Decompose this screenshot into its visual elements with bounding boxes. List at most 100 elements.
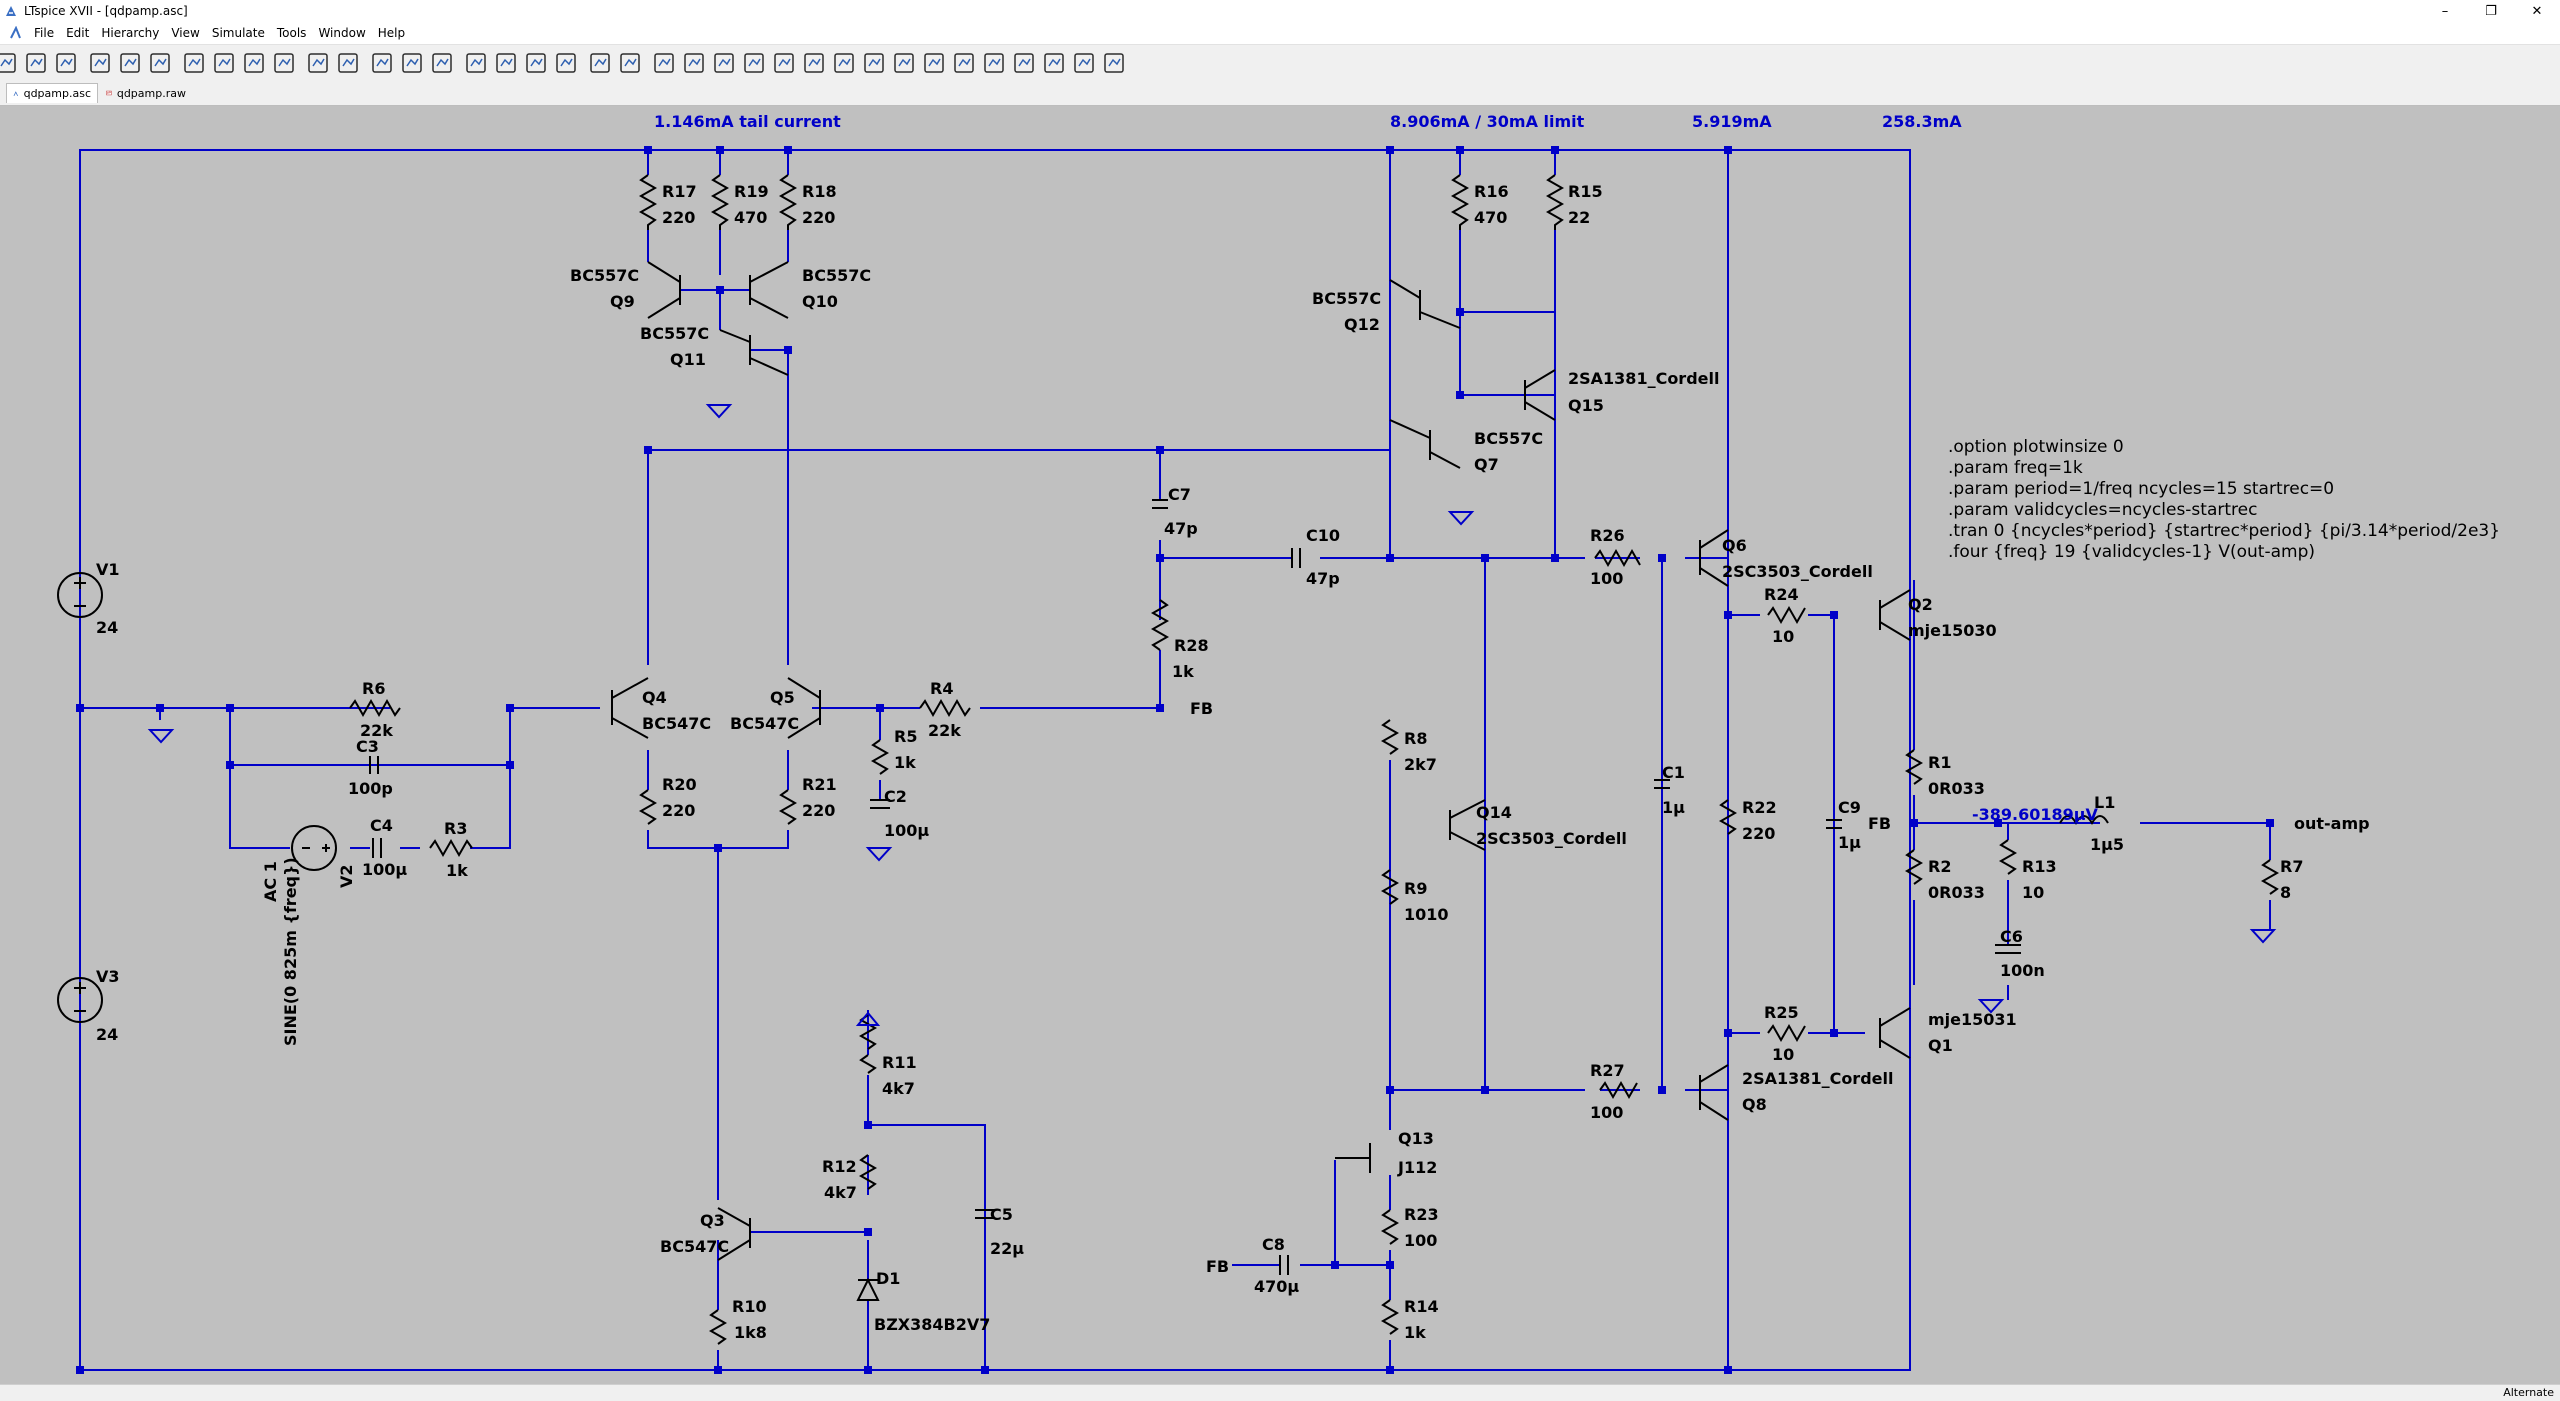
- voltage-sources: [57, 572, 337, 1023]
- inductor-icon[interactable]: [802, 51, 826, 75]
- menu-edit[interactable]: Edit: [66, 26, 90, 40]
- print-icon[interactable]: [588, 51, 612, 75]
- tile-vertical-icon[interactable]: [400, 51, 424, 75]
- label-q11-value: BC557C: [640, 324, 709, 343]
- waveform-icon[interactable]: [306, 51, 330, 75]
- spice-directive-1[interactable]: .option plotwinsize 0: [1948, 437, 2124, 457]
- label-q15-value: 2SA1381_Cordell: [1568, 369, 1719, 388]
- undo-icon[interactable]: [952, 51, 976, 75]
- drag-icon[interactable]: [922, 51, 946, 75]
- spice-directive-4[interactable]: .param validcycles=ncycles-startrec: [1948, 500, 2257, 520]
- label-c8-ref: C8: [1262, 1235, 1285, 1254]
- menu-simulate[interactable]: Simulate: [211, 26, 265, 40]
- zoom-in-icon[interactable]: [182, 51, 206, 75]
- probe-icon[interactable]: [118, 51, 142, 75]
- label-r23-value: 100: [1404, 1231, 1437, 1250]
- spice-directive-2[interactable]: .param freq=1k: [1948, 458, 2083, 478]
- label-c4-ref: C4: [370, 816, 393, 835]
- mirror-icon[interactable]: [1042, 51, 1066, 75]
- capacitors: [369, 499, 2021, 1275]
- pan-icon[interactable]: [148, 51, 172, 75]
- label-v1-ref: V1: [96, 560, 120, 579]
- waveform-tile-icon[interactable]: [336, 51, 360, 75]
- label-r20-value: 220: [662, 801, 695, 820]
- tab-qdpamp-raw[interactable]: qdpamp.raw: [100, 83, 192, 103]
- document-icon[interactable]: [8, 26, 22, 40]
- save-icon[interactable]: [54, 51, 78, 75]
- zoom-cancel-icon[interactable]: [272, 51, 296, 75]
- label-fb-r4: FB: [1190, 699, 1213, 718]
- label-q9-ref: Q9: [610, 292, 635, 311]
- ltspice-app-icon: [6, 6, 16, 16]
- spice-directive-icon[interactable]: [1102, 51, 1126, 75]
- tail-current-annotation: 1.146mA tail current: [654, 112, 841, 131]
- copy-icon[interactable]: [494, 51, 518, 75]
- tile-horizontal-icon[interactable]: [370, 51, 394, 75]
- zoom-out-icon[interactable]: [242, 51, 266, 75]
- zener-diode-d1: [856, 1277, 880, 1301]
- rotate-icon[interactable]: [1012, 51, 1036, 75]
- restore-button[interactable]: ❐: [2485, 3, 2497, 19]
- label-c8-value: 470µ: [1254, 1277, 1299, 1296]
- label-q10-value: BC557C: [802, 266, 871, 285]
- label-r18-ref: R18: [802, 182, 837, 201]
- text-icon[interactable]: [1072, 51, 1096, 75]
- move-icon[interactable]: [892, 51, 916, 75]
- label-net-icon[interactable]: [712, 51, 736, 75]
- label-r3-value: 1k: [446, 861, 468, 880]
- label-q1-value: mje15031: [1928, 1010, 2017, 1029]
- menu-view[interactable]: View: [171, 26, 200, 40]
- tab-qdpamp-asc[interactable]: qdpamp.asc: [6, 83, 98, 103]
- label-r26-value: 100: [1590, 569, 1623, 588]
- find-icon[interactable]: [554, 51, 578, 75]
- label-r26-ref: R26: [1590, 526, 1625, 545]
- label-q3-value: BC547C: [660, 1237, 729, 1256]
- run-icon[interactable]: [0, 51, 18, 75]
- minimize-button[interactable]: –: [2441, 3, 2449, 19]
- schematic-drawing[interactable]: 1.146mA tail current 8.906mA / 30mA limi…: [0, 106, 2560, 1384]
- menu-help[interactable]: Help: [377, 26, 406, 40]
- diode-icon[interactable]: [832, 51, 856, 75]
- spice-directive-5[interactable]: .tran 0 {ncycles*period} {startrec*perio…: [1948, 521, 2500, 541]
- menu-window[interactable]: Window: [318, 26, 366, 40]
- cascade-icon[interactable]: [430, 51, 454, 75]
- schematic-canvas[interactable]: 1.146mA tail current 8.906mA / 30mA limi…: [0, 106, 2560, 1384]
- paste-icon[interactable]: [524, 51, 548, 75]
- control-panel-icon[interactable]: [88, 51, 112, 75]
- label-q4-value: BC547C: [642, 714, 711, 733]
- zoom-fit-icon[interactable]: [212, 51, 236, 75]
- tab-bar: qdpamp.asc qdpamp.raw: [0, 81, 2560, 106]
- label-r15-value: 22: [1568, 208, 1590, 227]
- menu-tools[interactable]: Tools: [276, 26, 307, 40]
- label-r4-ref: R4: [930, 679, 953, 698]
- spice-directive-3[interactable]: .param period=1/freq ncycles=15 startrec…: [1948, 479, 2334, 499]
- label-l1-value: 1µ5: [2090, 835, 2124, 854]
- label-q2-ref: Q2: [1908, 595, 1933, 614]
- cut-icon[interactable]: [464, 51, 488, 75]
- label-q3-ref: Q3: [700, 1211, 725, 1230]
- label-q2-value: mje15030: [1908, 621, 1997, 640]
- label-q1-ref: Q1: [1928, 1036, 1953, 1055]
- label-d1-value: BZX384B2V7: [874, 1315, 990, 1334]
- component-icon[interactable]: [862, 51, 886, 75]
- close-button[interactable]: ✕: [2531, 3, 2543, 19]
- draw-wire-icon[interactable]: [652, 51, 676, 75]
- spice-directive-6[interactable]: .four {freq} 19 {validcycles-1} V(out-am…: [1948, 542, 2315, 562]
- q6-current-annotation: 5.919mA: [1692, 112, 1772, 131]
- label-r10-value: 1k8: [734, 1323, 767, 1342]
- print-setup-icon[interactable]: [618, 51, 642, 75]
- capacitor-icon[interactable]: [772, 51, 796, 75]
- label-c10-ref: C10: [1306, 526, 1340, 545]
- resistor-icon[interactable]: [742, 51, 766, 75]
- open-icon[interactable]: [24, 51, 48, 75]
- label-q12-ref: Q12: [1344, 315, 1380, 334]
- label-r2-value: 0R033: [1928, 883, 1985, 902]
- label-r1-ref: R1: [1928, 753, 1951, 772]
- menu-file[interactable]: File: [34, 26, 55, 40]
- redo-icon[interactable]: [982, 51, 1006, 75]
- menu-hierarchy[interactable]: Hierarchy: [101, 26, 160, 40]
- inductor-l1: [2059, 815, 2109, 826]
- label-v2-ac: AC 1: [261, 861, 280, 902]
- ground-icon[interactable]: [682, 51, 706, 75]
- label-c9-value: 1µ: [1838, 833, 1861, 852]
